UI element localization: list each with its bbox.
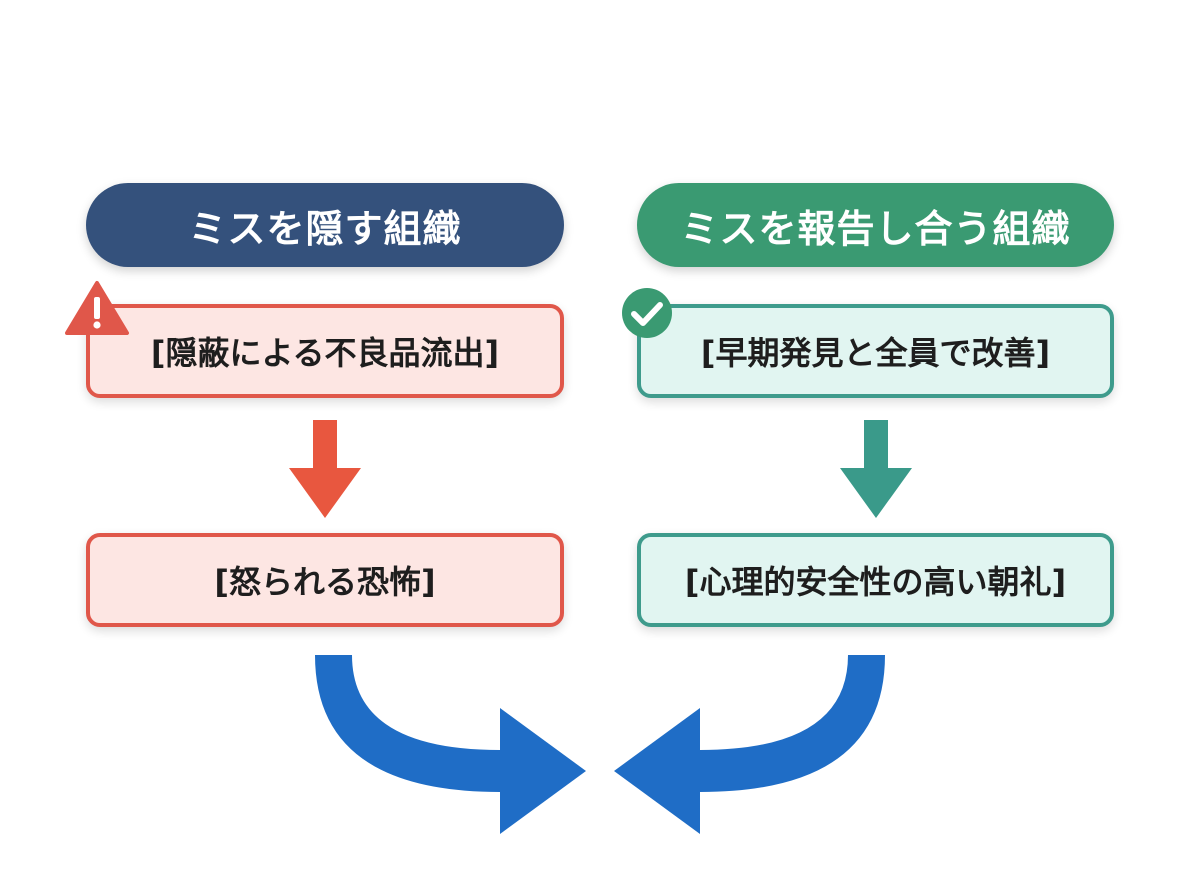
left-step-1: [隠蔽による不良品流出]	[86, 304, 564, 398]
right-step-1: [早期発見と全員で改善]	[637, 304, 1114, 398]
check-circle-icon	[622, 288, 672, 338]
left-step-2-label: [怒られる恐怖]	[214, 563, 436, 601]
left-step-1-label: [隠蔽による不良品流出]	[150, 334, 500, 372]
right-down-arrow	[840, 420, 912, 518]
left-curved-arrow	[315, 655, 586, 834]
right-step-1-label: [早期発見と全員で改善]	[700, 334, 1051, 372]
right-step-2: [心理的安全性の高い朝礼]	[637, 533, 1114, 627]
left-down-arrow	[289, 420, 361, 518]
right-curved-arrow	[614, 655, 885, 834]
right-step-2-label: [心理的安全性の高い朝礼]	[684, 563, 1067, 601]
left-step-2: [怒られる恐怖]	[86, 533, 564, 627]
left-header: ミスを隠す組織	[86, 183, 564, 267]
right-header: ミスを報告し合う組織	[637, 183, 1114, 267]
warning-triangle-icon	[65, 281, 129, 335]
